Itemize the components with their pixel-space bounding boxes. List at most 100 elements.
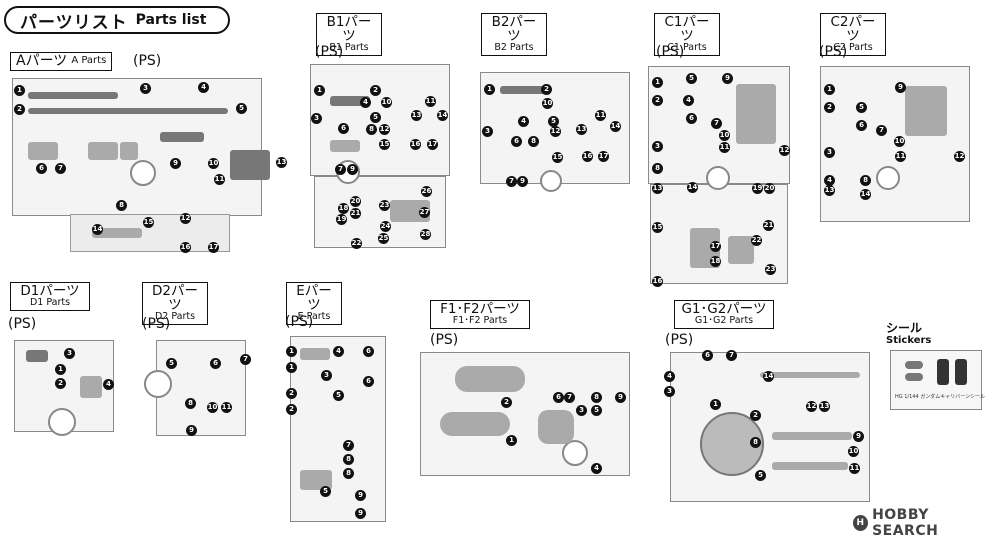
c2-parts-en: C2 Parts <box>833 42 873 54</box>
b1-part-7 <box>330 140 360 152</box>
d2-badge-7: 7 <box>240 354 251 365</box>
d2-badge-5: 5 <box>166 358 177 369</box>
c1-parts-ps: (PS) <box>656 44 685 60</box>
c2-badge-5: 5 <box>856 102 867 113</box>
a-part-6b <box>88 142 118 160</box>
c1-badge-20: 20 <box>764 183 775 194</box>
b1-badge-2: 2 <box>370 85 381 96</box>
a-badge-11: 11 <box>214 174 225 185</box>
e-badge-7: 7 <box>343 440 354 451</box>
a-part-9 <box>160 132 204 142</box>
c1-badge-9: 9 <box>722 73 733 84</box>
b1-parts-label: B1パーツ B1 Parts <box>316 13 382 57</box>
b2-badge-10: 10 <box>542 98 553 109</box>
e-badge-5: 5 <box>333 390 344 401</box>
b1-parts-jp: B1パーツ <box>326 14 372 45</box>
a-badge-7: 7 <box>55 163 66 174</box>
b1-badge-26: 26 <box>421 186 432 197</box>
b1-parts-en: B1 Parts <box>329 42 369 54</box>
a-badge-9: 9 <box>170 158 181 169</box>
sticker-strip-2 <box>955 359 967 385</box>
f-part-3 <box>538 410 574 444</box>
e-parts-jp: Eパーツ <box>296 283 332 314</box>
d1-parts-en: D1 Parts <box>29 297 71 309</box>
g-badge-13: 13 <box>819 401 830 412</box>
c2-badge-7: 7 <box>876 125 887 136</box>
e-runner <box>290 336 386 522</box>
b2-badge-15: 15 <box>552 152 563 163</box>
c2-badge-14: 14 <box>860 189 871 200</box>
title-jp: パーツリスト <box>20 12 128 33</box>
hobby-search-watermark: H HOBBY SEARCH <box>853 507 993 539</box>
e-parts-en: E Parts <box>297 311 331 323</box>
d1-runner-ring <box>48 408 76 436</box>
c1-badge-7: 7 <box>711 118 722 129</box>
b2-badge-4: 4 <box>518 116 529 127</box>
b2-badge-12: 12 <box>550 126 561 137</box>
b2-badge-14: 14 <box>610 121 621 132</box>
c2-badge-11: 11 <box>895 151 906 162</box>
stickers-title: シール Stickers <box>886 321 931 346</box>
sticker-eye-2 <box>905 373 923 381</box>
a-badge-3: 3 <box>140 83 151 94</box>
d1-part-1 <box>26 350 48 362</box>
g-badge-10: 10 <box>848 446 859 457</box>
g-parts-ps: (PS) <box>665 332 694 348</box>
a-parts-en: A Parts <box>71 55 107 67</box>
c2-badge-13: 13 <box>824 185 835 196</box>
d2-badge-11: 11 <box>221 402 232 413</box>
a-part-1 <box>28 92 118 99</box>
b1-badge-12: 12 <box>379 124 390 135</box>
c1-badge-23: 23 <box>765 264 776 275</box>
e-badge-6b: 6 <box>363 376 374 387</box>
f-badge-7: 7 <box>564 392 575 403</box>
c1-badge-12: 12 <box>779 145 790 156</box>
f-parts-en: F1･F2 Parts <box>452 315 508 327</box>
d1-parts-ps: (PS) <box>8 316 37 332</box>
b1-badge-18: 18 <box>338 203 349 214</box>
c2-badge-10: 10 <box>894 136 905 147</box>
g-badge-7: 7 <box>726 350 737 361</box>
a-badge-4: 4 <box>198 82 209 93</box>
f-badge-3: 3 <box>576 405 587 416</box>
b1-badge-17: 17 <box>427 139 438 150</box>
b1-badge-28: 28 <box>420 229 431 240</box>
a-part-6 <box>28 142 58 160</box>
stickers-jp: シール <box>886 321 923 335</box>
a-badge-16: 16 <box>180 242 191 253</box>
b1-badge-1: 1 <box>314 85 325 96</box>
b2-badge-5: 5 <box>548 116 559 127</box>
d2-badge-9: 9 <box>186 425 197 436</box>
g-badge-4: 4 <box>664 371 675 382</box>
a-badge-15: 15 <box>143 217 154 228</box>
f-part-2 <box>455 366 525 392</box>
e-parts-label: Eパーツ E Parts <box>286 282 342 326</box>
d1-parts-jp: D1パーツ <box>20 283 80 299</box>
b2-badge-8: 8 <box>528 136 539 147</box>
d2-badge-8: 8 <box>185 398 196 409</box>
f-badge-9: 9 <box>615 392 626 403</box>
d2-badge-6: 6 <box>210 358 221 369</box>
c1-badge-19: 19 <box>752 183 763 194</box>
b1-badge-25: 25 <box>378 233 389 244</box>
b1-badge-4: 4 <box>360 97 371 108</box>
f-badge-5: 5 <box>591 405 602 416</box>
g-parts-label: G1･G2パーツ G1･G2 Parts <box>674 300 774 330</box>
b1-badge-14: 14 <box>437 110 448 121</box>
c1-badge-6: 6 <box>686 113 697 124</box>
c2-badge-12: 12 <box>954 151 965 162</box>
e-badge-3: 3 <box>321 370 332 381</box>
b1-badge-13: 13 <box>411 110 422 121</box>
e-part-1 <box>300 348 330 360</box>
c2-badge-4: 4 <box>824 175 835 186</box>
c1-badge-13: 13 <box>652 183 663 194</box>
e-part-6 <box>300 470 332 490</box>
d2-runner-ring <box>144 370 172 398</box>
b1-badge-23: 23 <box>379 200 390 211</box>
title-en: Parts list <box>135 12 207 28</box>
sticker-sheet-text: HG 1/144 ガンダムキャリバーンシール <box>895 394 985 400</box>
c2-parts-label: C2パーツ C2 Parts <box>820 13 886 57</box>
d1-badge-4: 4 <box>103 379 114 390</box>
b2-badge-7: 7 <box>506 176 517 187</box>
f-badge-1: 1 <box>506 435 517 446</box>
